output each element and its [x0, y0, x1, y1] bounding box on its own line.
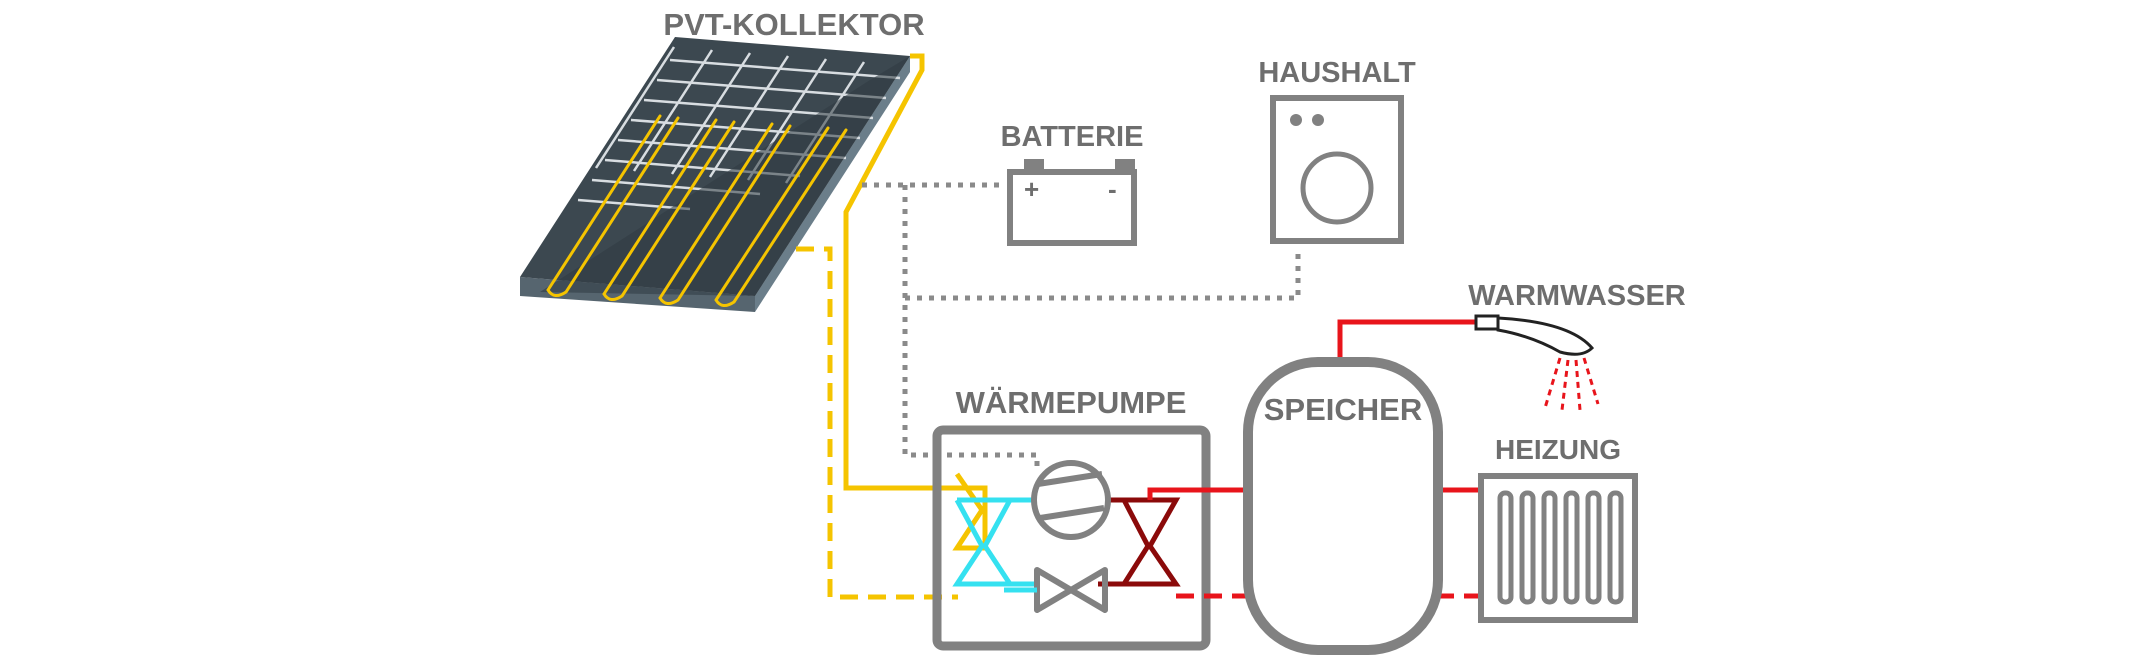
battery-label: BATTERIE — [1001, 121, 1144, 153]
household-label: HAUSHALT — [1258, 57, 1416, 89]
heat-pump-box — [932, 425, 1211, 651]
condenser-coil — [1098, 497, 1181, 587]
compressor-icon — [1031, 460, 1111, 540]
solar-loop-supply — [843, 53, 988, 551]
storage-tank — [1243, 357, 1443, 655]
shower-head-icon — [1474, 314, 1600, 411]
battery-icon: + - — [1007, 159, 1137, 246]
expansion-valve-icon — [1004, 567, 1108, 613]
radiator-icon — [1478, 473, 1638, 623]
electric-wiring — [862, 182, 1301, 470]
heat-pump-label: WÄRMEPUMPE — [956, 385, 1187, 420]
solar-loop-return — [796, 246, 958, 600]
heating-supply-pipes — [1147, 319, 1480, 500]
hot-water-label: WARMWASSER — [1468, 280, 1686, 312]
collector-label: PVT-KOLLEKTOR — [663, 7, 924, 42]
heating-label: HEIZUNG — [1495, 434, 1621, 465]
pvt-collector-icon — [520, 37, 910, 312]
battery-minus-terminal: - — [1108, 174, 1117, 204]
washing-machine-icon — [1270, 95, 1404, 244]
evaporator-coil — [952, 497, 1037, 587]
storage-label: SPEICHER — [1264, 392, 1422, 427]
battery-plus-terminal: + — [1024, 174, 1039, 204]
